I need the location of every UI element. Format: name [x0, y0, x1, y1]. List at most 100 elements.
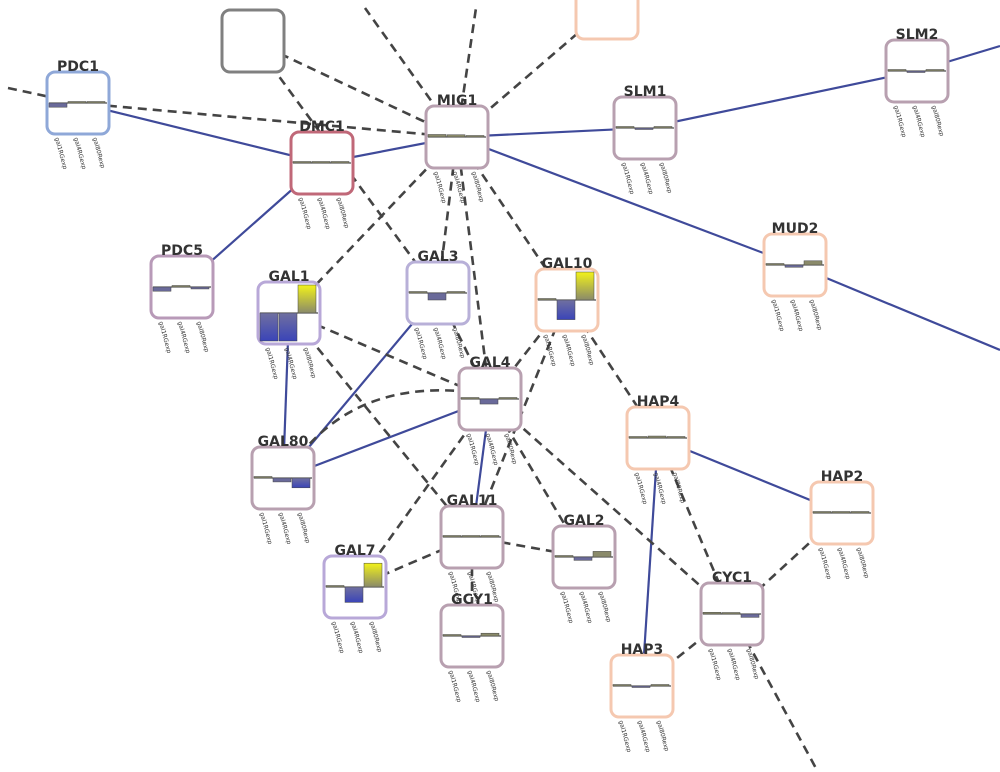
expression-bar-3 — [480, 632, 500, 637]
experiment-label: gal4RGexp — [636, 720, 651, 754]
node-label: GAL80 — [258, 434, 309, 450]
node-label: MIG1 — [437, 93, 477, 109]
edge-gal80-gal4 — [282, 397, 491, 480]
node-unlabeled-peach[interactable] — [574, 0, 640, 41]
expression-bar-2 — [446, 134, 466, 138]
expression-bar-3 — [297, 284, 317, 314]
node-label: SLM1 — [624, 84, 667, 100]
experiment-label: gal1RGexp — [447, 670, 462, 704]
edge-pdc1-offscreen — [7, 86, 79, 105]
experiment-label: gal80Rexp — [597, 591, 612, 624]
expression-bar-1 — [408, 291, 428, 294]
edge-mig1-gal3 — [436, 136, 459, 294]
experiment-label: gal4RGexp — [277, 512, 292, 546]
expression-bar-2 — [344, 586, 364, 603]
expression-bar-1 — [554, 555, 574, 558]
experiment-label: gal1RGexp — [432, 171, 447, 205]
expression-bar-3 — [330, 161, 350, 164]
expression-bar-2 — [461, 535, 481, 538]
expression-bar-1 — [48, 102, 68, 108]
experiment-label: gal4RGexp — [911, 105, 926, 139]
experiment-label: gal80Rexp — [930, 105, 945, 138]
experiment-label: gal4RGexp — [578, 591, 593, 625]
experiment-label: gal1RGexp — [617, 720, 632, 754]
node-unlabeled-gray[interactable] — [220, 8, 286, 74]
experiment-label: gal80Rexp — [745, 648, 760, 681]
experiment-label: gal80Rexp — [451, 327, 466, 360]
experiment-label: gal1RGexp — [258, 512, 273, 546]
experiment-label: gal4RGexp — [484, 433, 499, 467]
node-slm2[interactable]: gal1RGexp gal4RGexp gal80Rexp SLM2 — [884, 27, 950, 139]
expression-bar-2 — [556, 299, 576, 320]
node-label: GAL10 — [542, 256, 593, 272]
edge-gal4-cyc1 — [489, 398, 733, 615]
expression-bar-2 — [67, 101, 87, 104]
expression-bar-3 — [740, 613, 760, 618]
expression-bar-2 — [479, 398, 499, 405]
experiment-label: gal4RGexp — [349, 621, 364, 655]
experiment-label: gal80Rexp — [335, 197, 350, 230]
expression-bar-2 — [573, 556, 593, 561]
node-label: GAL7 — [335, 543, 376, 559]
edge-pdc1-mig1 — [77, 101, 458, 139]
expression-bar-2 — [721, 612, 741, 615]
experiment-label: gal1RGexp — [264, 347, 279, 381]
edge-unlabeled_gray-mig1 — [252, 39, 458, 139]
node-box — [220, 8, 286, 74]
experiment-label: gal1RGexp — [559, 591, 574, 625]
node-label: MUD2 — [772, 221, 819, 237]
expression-bar-1 — [442, 634, 462, 637]
expression-bar-2 — [427, 292, 447, 301]
experiment-label: gal80Rexp — [671, 472, 686, 505]
node-label: SLM2 — [896, 27, 939, 43]
expression-bar-2 — [272, 477, 292, 483]
expression-bar-2 — [171, 285, 191, 288]
experiment-label: gal1RGexp — [892, 105, 907, 139]
expression-bar-1 — [427, 134, 447, 138]
expression-bar-1 — [325, 585, 345, 588]
experiment-label: gal1RGexp — [330, 621, 345, 655]
experiment-label: gal4RGexp — [789, 299, 804, 333]
expression-bar-2 — [647, 435, 667, 439]
expression-bar-3 — [592, 551, 612, 558]
experiment-label: gal4RGexp — [466, 670, 481, 704]
edge-slm1-slm2 — [644, 69, 918, 130]
edge-mud2-offscreen — [794, 263, 1000, 352]
expression-bar-1 — [442, 535, 462, 538]
expression-bar-1 — [460, 397, 480, 400]
expression-bar-1 — [152, 286, 172, 292]
expression-bar-3 — [803, 260, 823, 266]
experiment-label: gal1RGexp — [633, 472, 648, 506]
expression-bar-3 — [666, 436, 686, 439]
expression-bar-1 — [259, 312, 279, 342]
experiment-label: gal80Rexp — [808, 299, 823, 332]
node-label: GCY1 — [451, 592, 493, 608]
node-label: GAL3 — [418, 249, 459, 265]
experiment-label: gal80Rexp — [503, 433, 518, 466]
expression-bar-2 — [906, 70, 926, 73]
node-label: GAL4 — [470, 355, 511, 371]
edge-gal80-gal4-curve — [298, 389, 471, 456]
node-label: DMC1 — [299, 119, 345, 135]
